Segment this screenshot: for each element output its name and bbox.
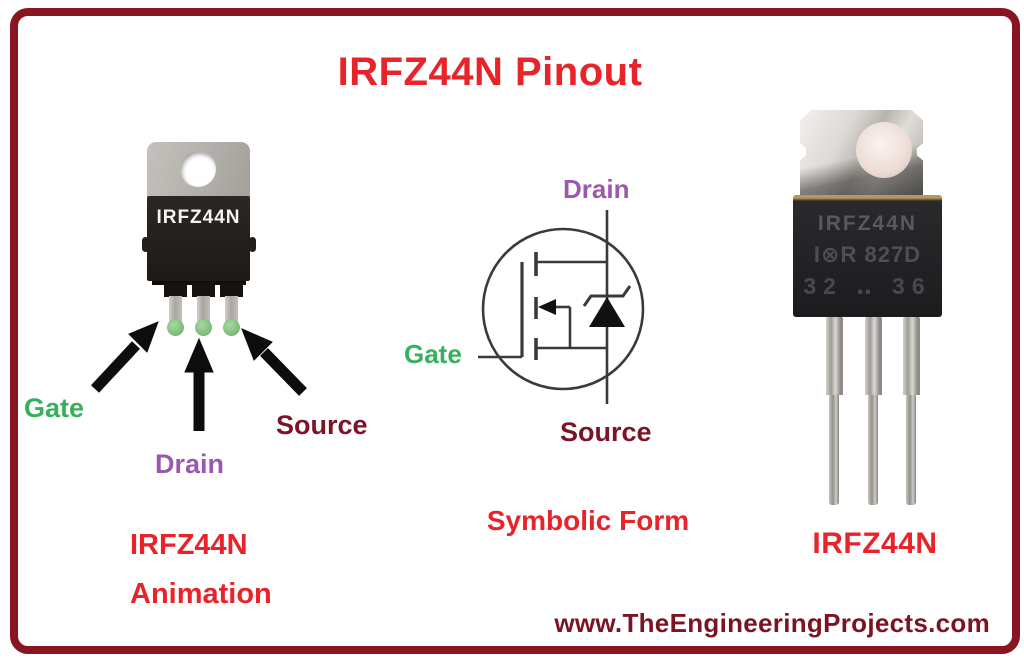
animation-caption-line1: IRFZ44N <box>130 529 248 561</box>
to220-plastic-body: IRFZ44N <box>147 196 250 281</box>
photo-leg-drain <box>863 317 883 507</box>
chip-part-number: IRFZ44N <box>156 207 241 228</box>
pin-tip-gate <box>167 319 184 336</box>
photo-marking-logo: I⊗R 827D <box>813 242 922 267</box>
gate-pin-label: Gate <box>24 393 85 423</box>
source-pin-label: Source <box>276 410 368 440</box>
body-diode-triangle <box>589 297 625 327</box>
website-url: www.TheEngineeringProjects.com <box>554 608 990 638</box>
to220-mounting-hole <box>180 151 216 187</box>
transistor-photo: IRFZ44N I⊗R 827D 32 ‥ 36 <box>780 104 960 514</box>
photo-marking-part: IRFZ44N <box>817 212 918 235</box>
pin-tip-drain <box>195 319 212 336</box>
body-side-notch-left <box>142 237 149 252</box>
page-title: IRFZ44N Pinout <box>337 50 643 94</box>
symbol-caption: Symbolic Form <box>486 505 690 536</box>
mosfet-symbol <box>478 210 645 404</box>
pin-stub-drain <box>192 282 215 297</box>
pin-leg-source <box>225 296 238 325</box>
channel-arrow <box>538 299 556 315</box>
photo-plastic-body: IRFZ44N I⊗R 827D 32 ‥ 36 <box>793 195 942 317</box>
pin-leg-drain <box>197 296 210 325</box>
source-arrow-head <box>241 328 273 361</box>
photo-marking-batch: 32 ‥ 36 <box>803 273 932 299</box>
gate-arrow-head <box>128 321 159 353</box>
drain-arrow-head <box>184 337 214 373</box>
gate-arrow-shaft <box>90 341 141 393</box>
pin-leg-gate <box>169 296 182 325</box>
pin-pointer-arrows <box>90 321 307 431</box>
photo-mounting-hole <box>856 122 912 178</box>
pin-stub-source <box>220 282 243 297</box>
source-arrow-shaft <box>260 348 307 396</box>
drain-pin-label: Drain <box>155 449 225 479</box>
body-side-notch-right <box>249 237 256 252</box>
pin-stub-gate <box>164 282 187 297</box>
animation-caption-line2: Animation <box>130 578 272 610</box>
symbol-circle <box>481 227 645 391</box>
diode-cathode-bar <box>582 285 632 307</box>
symbol-gate-label: Gate <box>404 339 462 369</box>
photo-caption: IRFZ44N <box>812 527 938 560</box>
symbol-drain-label: Drain <box>563 174 630 204</box>
photo-leg-gate <box>824 317 844 507</box>
pin-tip-source <box>223 319 240 336</box>
photo-leg-source <box>901 317 921 507</box>
symbol-source-label: Source <box>560 417 652 447</box>
